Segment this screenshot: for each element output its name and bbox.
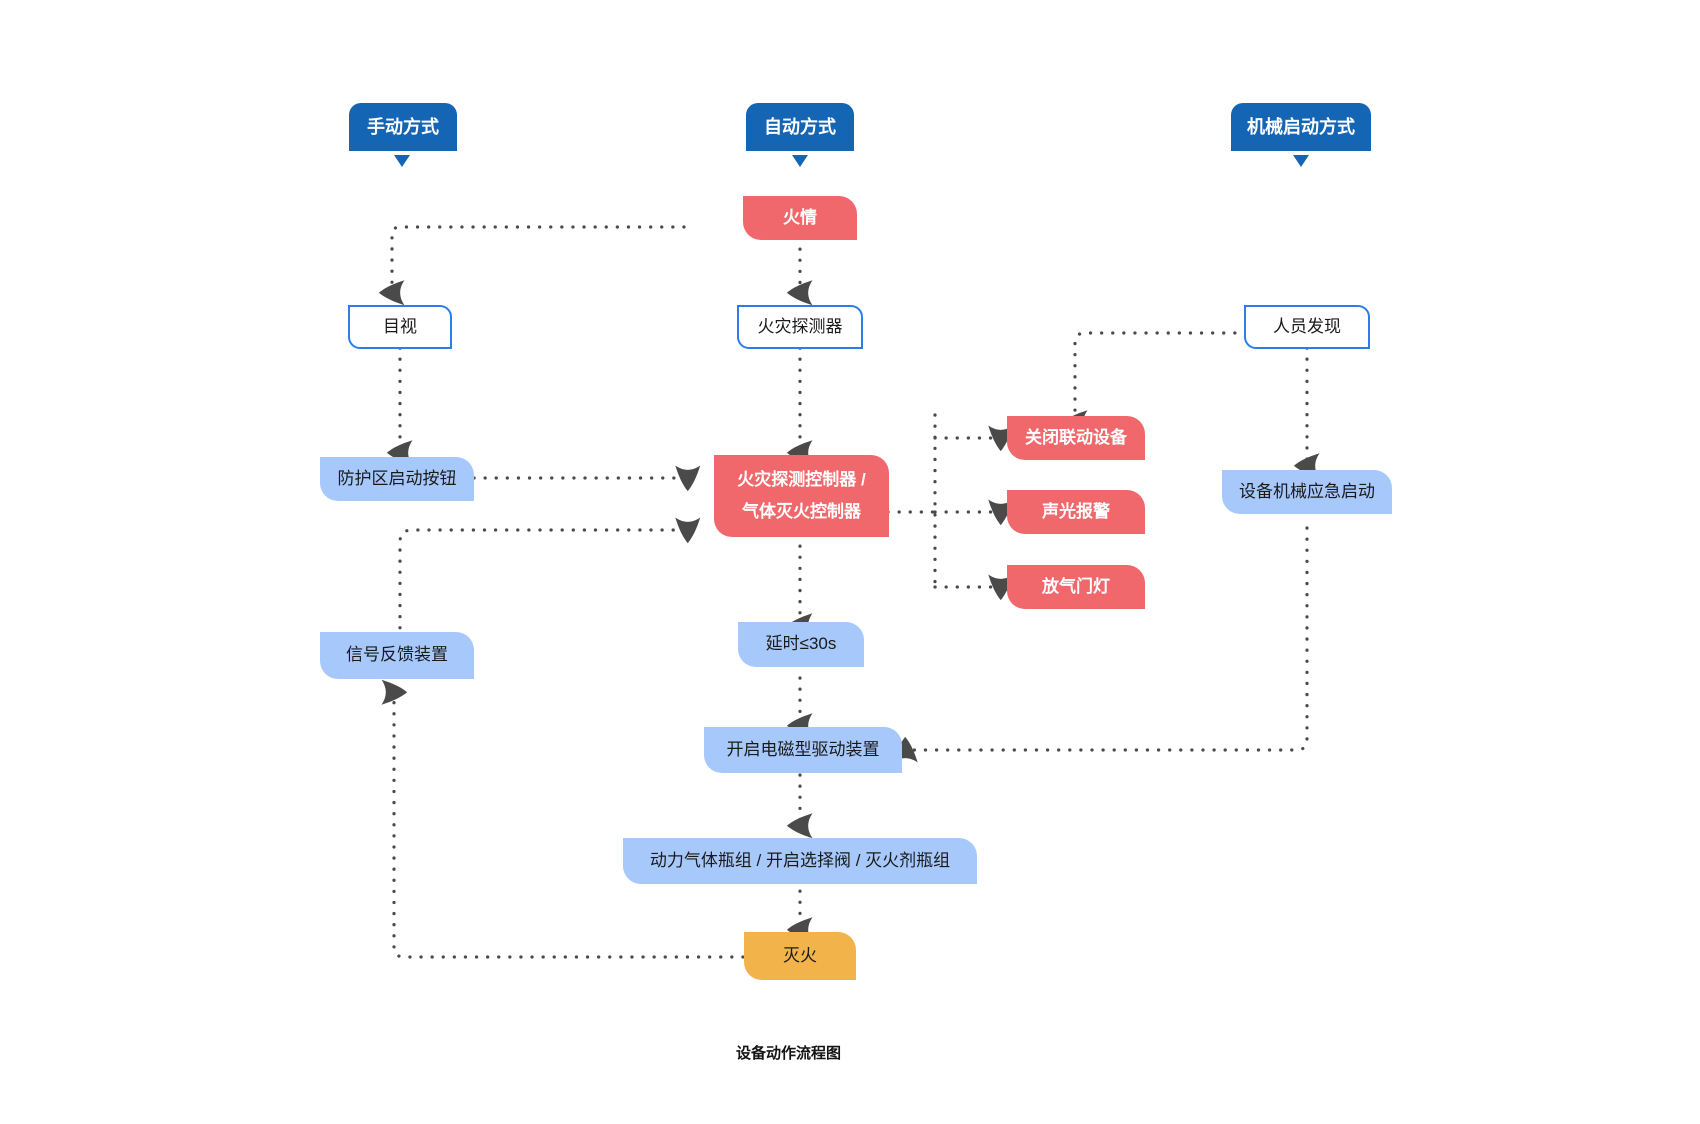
node-fire-detector[interactable]: 火灾探测器 <box>737 305 863 349</box>
diagram-caption: 设备动作流程图 <box>736 1042 841 1063</box>
node-fire[interactable]: 火情 <box>743 196 857 240</box>
node-label-zone-start-button: 防护区启动按钮 <box>337 468 457 488</box>
header-node-manual[interactable]: 手动方式 <box>349 103 457 151</box>
node-bottle-groups[interactable]: 动力气体瓶组 / 开启选择阀 / 灭火剂瓶组 <box>623 838 977 884</box>
node-signal-feedback-device[interactable]: 信号反馈装置 <box>320 632 474 679</box>
node-label-gas-release-lamp: 放气门灯 <box>1042 576 1110 596</box>
node-label-audible-visual-alarm: 声光报警 <box>1042 501 1110 521</box>
node-close-linkage-equipment[interactable]: 关闭联动设备 <box>1007 416 1145 460</box>
header-label-mechanical: 机械启动方式 <box>1247 116 1355 137</box>
header-label-manual: 手动方式 <box>367 116 439 137</box>
node-label-extinguish: 灭火 <box>783 945 817 965</box>
header-node-mechanical[interactable]: 机械启动方式 <box>1231 103 1371 151</box>
node-extinguish[interactable]: 灭火 <box>744 932 856 980</box>
node-label-delay: 延时≤30s <box>765 634 837 654</box>
node-label-signal-feedback-device: 信号反馈装置 <box>346 645 448 665</box>
node-open-solenoid-driver[interactable]: 开启电磁型驱动装置 <box>704 727 902 773</box>
header-tip-manual <box>394 155 410 167</box>
header-node-auto[interactable]: 自动方式 <box>746 103 854 151</box>
node-personnel-discovery[interactable]: 人员发现 <box>1244 305 1370 349</box>
node-label-controller-line2: 气体灭火控制器 <box>742 502 861 521</box>
node-label-fire-detector: 火灾探测器 <box>757 316 843 336</box>
node-label-bottle-groups: 动力气体瓶组 / 开启选择阀 / 灭火剂瓶组 <box>649 850 951 870</box>
node-label-open-solenoid-driver: 开启电磁型驱动装置 <box>726 739 880 759</box>
node-label-visual-inspection: 目视 <box>383 316 417 336</box>
node-label-personnel-discovery: 人员发现 <box>1273 316 1341 336</box>
header-tip-mechanical <box>1293 155 1309 167</box>
node-label-close-linkage-equipment: 关闭联动设备 <box>1025 427 1127 447</box>
node-mechanical-emergency-start[interactable]: 设备机械应急启动 <box>1222 470 1392 514</box>
header-label-auto: 自动方式 <box>764 116 836 137</box>
node-gas-release-lamp[interactable]: 放气门灯 <box>1007 565 1145 609</box>
node-label-mechanical-emergency-start: 设备机械应急启动 <box>1239 481 1375 501</box>
node-zone-start-button[interactable]: 防护区启动按钮 <box>320 457 474 501</box>
node-visual-inspection[interactable]: 目视 <box>348 305 452 349</box>
node-delay[interactable]: 延时≤30s <box>738 622 864 667</box>
diagram-caption-text: 设备动作流程图 <box>736 1045 842 1062</box>
header-tip-auto <box>792 155 808 167</box>
node-label-fire: 火情 <box>783 207 817 227</box>
node-detection-extinguish-controller[interactable]: 火灾探测控制器 / 气体灭火控制器 <box>714 455 889 537</box>
node-audible-visual-alarm[interactable]: 声光报警 <box>1007 490 1145 534</box>
node-label-controller-line1: 火灾探测控制器 / <box>737 469 866 489</box>
